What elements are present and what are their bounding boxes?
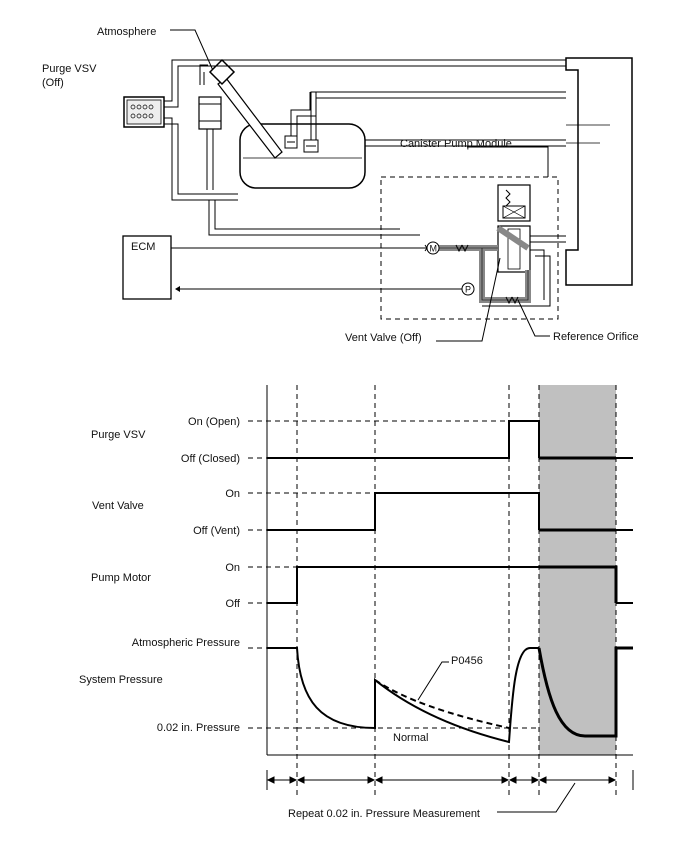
timing-chart: Purge VSV Vent Valve Pump Motor System P… — [79, 385, 634, 820]
curve-label-normal: Normal — [393, 732, 428, 744]
atmosphere-leader — [170, 29, 216, 76]
pressure-symbol-text: P — [465, 285, 471, 295]
measurement-curve — [537, 646, 633, 738]
intake-block — [565, 57, 633, 286]
purge-vsv-state-label: (Off) — [42, 77, 64, 89]
schematic: M P Atmosphere Purge VSV (Off) Canister … — [42, 26, 639, 344]
vent-valve-waveform — [267, 492, 540, 531]
reference-orifice-label: Reference Orifice — [553, 331, 639, 343]
vent-valve-leader — [436, 257, 501, 342]
purge-vsv — [123, 96, 165, 128]
purge-vsv-waveform — [267, 420, 540, 459]
motor-symbol-text: M — [430, 244, 438, 254]
purge-vsv-label: Purge VSV — [42, 63, 97, 75]
level-label-on-open: On (Open) — [188, 416, 240, 428]
atmosphere-label: Atmosphere — [97, 26, 156, 38]
tank-pipes — [171, 59, 566, 147]
level-label-off-closed: Off (Closed) — [181, 453, 240, 465]
level-label-pump-off: Off — [226, 598, 241, 610]
ecm-label: ECM — [131, 241, 155, 253]
vent-valve-label: Vent Valve (Off) — [345, 332, 422, 344]
canister-pump-module-label: Canister Pump Module — [400, 138, 512, 150]
p0456-curve — [374, 679, 510, 729]
pump-motor-symbol: M — [426, 241, 440, 255]
phase-arrows — [266, 770, 634, 790]
pressure-sensor-symbol: P — [461, 282, 475, 296]
curve-label-p0456: P0456 — [451, 655, 483, 667]
system-pressure-waveform — [267, 647, 539, 744]
row-label-purge-vsv: Purge VSV — [91, 429, 146, 441]
reference-orifice-leader — [517, 299, 550, 337]
row-label-vent-valve: Vent Valve — [92, 500, 144, 512]
row-label-pump-motor: Pump Motor — [91, 572, 151, 584]
level-label-vent-on: On — [225, 488, 240, 500]
footer-label: Repeat 0.02 in. Pressure Measurement — [288, 808, 480, 820]
row-label-system-pressure: System Pressure — [79, 674, 163, 686]
ecm-box — [122, 235, 172, 300]
level-guides — [248, 420, 539, 729]
level-label-atmospheric: Atmospheric Pressure — [132, 637, 240, 649]
level-label-off-vent: Off (Vent) — [193, 525, 240, 537]
measurement-shade — [539, 385, 616, 755]
level-label-pump-on: On — [225, 562, 240, 574]
filler-neck — [198, 64, 420, 236]
footer-leader — [497, 782, 576, 813]
purge-pipes — [164, 85, 238, 201]
pump-motor-waveform — [267, 566, 539, 604]
canister-pump-internals — [436, 184, 566, 307]
p0456-leader — [417, 661, 449, 701]
fuel-tank — [208, 58, 366, 189]
level-label-0-02-pressure: 0.02 in. Pressure — [157, 722, 240, 734]
